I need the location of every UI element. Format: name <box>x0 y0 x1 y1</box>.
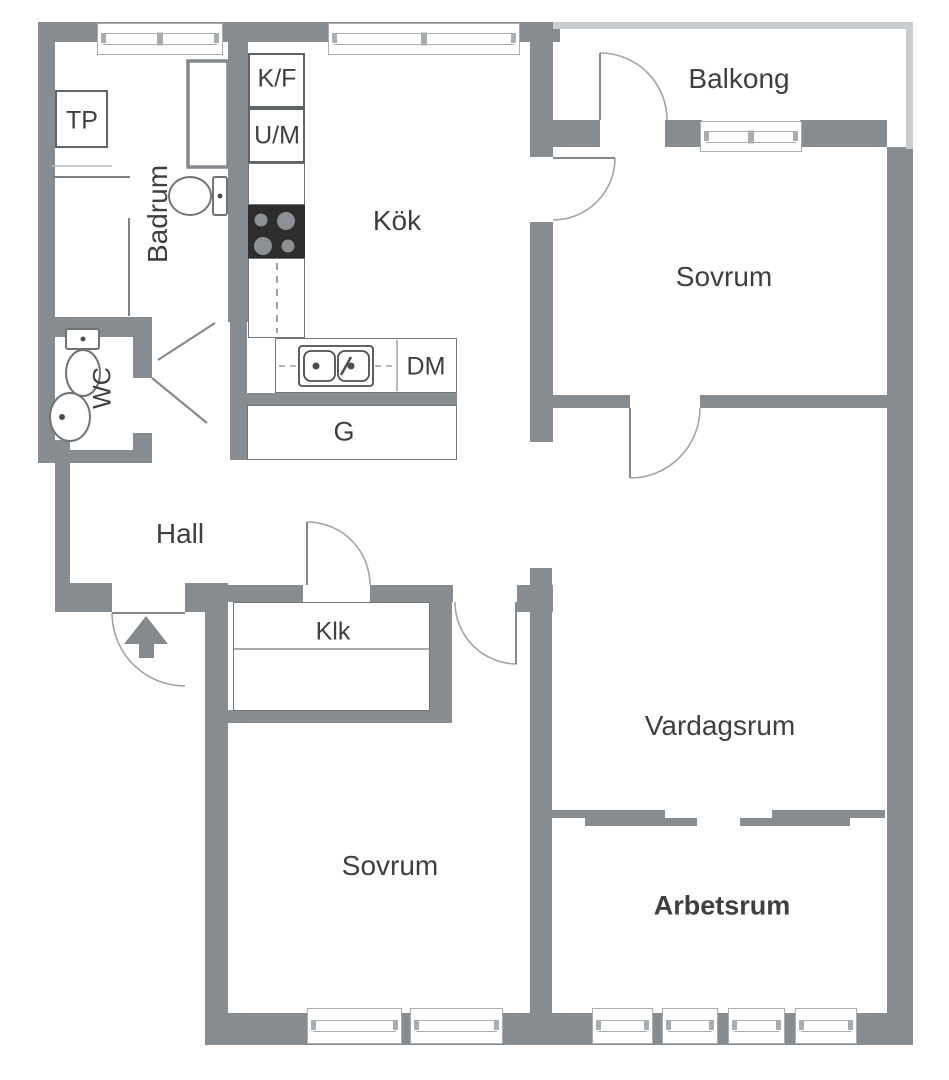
door-swing-arc <box>552 157 616 221</box>
oven-microwave-box <box>248 108 305 163</box>
west-wall <box>205 600 228 1045</box>
wall-segment <box>665 120 702 147</box>
door-swing-arc <box>599 52 668 121</box>
closet-interior <box>233 602 430 711</box>
window-symbol <box>328 23 520 55</box>
wall-segment <box>553 120 600 147</box>
fixture-label-kf: K/F <box>257 64 297 93</box>
room-label-sovrum-ne: Sovrum <box>675 261 773 292</box>
wall-segment <box>38 450 152 463</box>
cabinet-box <box>248 258 305 338</box>
bathroom-divider-lines <box>52 165 130 316</box>
wall-segment <box>530 222 553 442</box>
wall-segment <box>430 585 452 723</box>
laundry-box <box>55 90 108 148</box>
left-wall <box>38 22 55 455</box>
room-label-balkong: Balkong <box>688 63 790 94</box>
wall-segment <box>530 568 552 1013</box>
room-label-sovrum-sw: Sovrum <box>341 850 439 881</box>
room-divider <box>772 810 885 818</box>
fixture-label-um: U/M <box>254 121 300 150</box>
room-label-badrum: Badrum <box>142 164 173 264</box>
window-symbol <box>307 1008 402 1044</box>
fixture-label-dm: DM <box>406 352 446 381</box>
window-symbol <box>410 1008 503 1044</box>
left-wall-lower <box>55 460 70 612</box>
fridge-freezer-box <box>248 53 305 108</box>
room-label-arbetsrum: Arbetsrum <box>653 890 791 921</box>
room-divider <box>740 818 850 826</box>
window-symbol <box>700 121 802 152</box>
window-symbol <box>795 1008 857 1044</box>
wall-segment <box>133 322 152 378</box>
room-label-kok: Kök <box>372 205 422 236</box>
door-swing-arc <box>454 601 518 665</box>
wall-segment <box>228 585 303 602</box>
door-swing-arc <box>629 407 701 479</box>
room-label-wc: WC <box>88 367 117 409</box>
room-divider <box>585 818 697 826</box>
shower-cabinet-icon <box>186 59 230 169</box>
door-leaf <box>157 322 216 361</box>
window-symbol <box>728 1008 785 1044</box>
toilet-icon <box>168 176 228 216</box>
room-divider <box>552 810 665 818</box>
window-symbol <box>97 23 223 55</box>
toilet-icon <box>65 328 101 397</box>
kitchen-sink-icon <box>298 345 374 387</box>
wall-segment <box>228 42 248 322</box>
stove-burners <box>254 212 295 255</box>
cabinet-box <box>248 163 305 205</box>
wall-segment <box>228 710 452 723</box>
entry-arrow-icon <box>124 616 168 658</box>
entry-wall-left <box>55 583 112 612</box>
wall-segment <box>553 395 630 408</box>
balcony-wall-top <box>553 22 913 29</box>
washbasin-icon <box>49 392 91 442</box>
entry-door-arc <box>111 612 186 687</box>
right-wall <box>887 147 913 1045</box>
room-label-hall: Hall <box>155 518 205 549</box>
balcony-wall-right <box>906 22 913 149</box>
door-leaf <box>151 377 208 424</box>
wall-segment <box>530 22 553 157</box>
room-label-vardagsrum: Vardagsrum <box>644 710 796 741</box>
fixture-label-tp: TP <box>66 106 98 135</box>
wall-segment <box>700 395 887 408</box>
room-label-klk: Klk <box>315 617 351 646</box>
wall-segment <box>230 322 247 460</box>
wardrobe-box <box>247 405 457 460</box>
window-symbol <box>592 1008 653 1044</box>
wall-segment <box>230 393 457 405</box>
wall-segment <box>800 120 887 147</box>
window-symbol <box>662 1008 718 1044</box>
door-swing-arc <box>306 521 371 586</box>
wall-segment <box>517 585 553 612</box>
counter-details <box>279 340 398 391</box>
fixture-label-g: G <box>333 416 355 447</box>
